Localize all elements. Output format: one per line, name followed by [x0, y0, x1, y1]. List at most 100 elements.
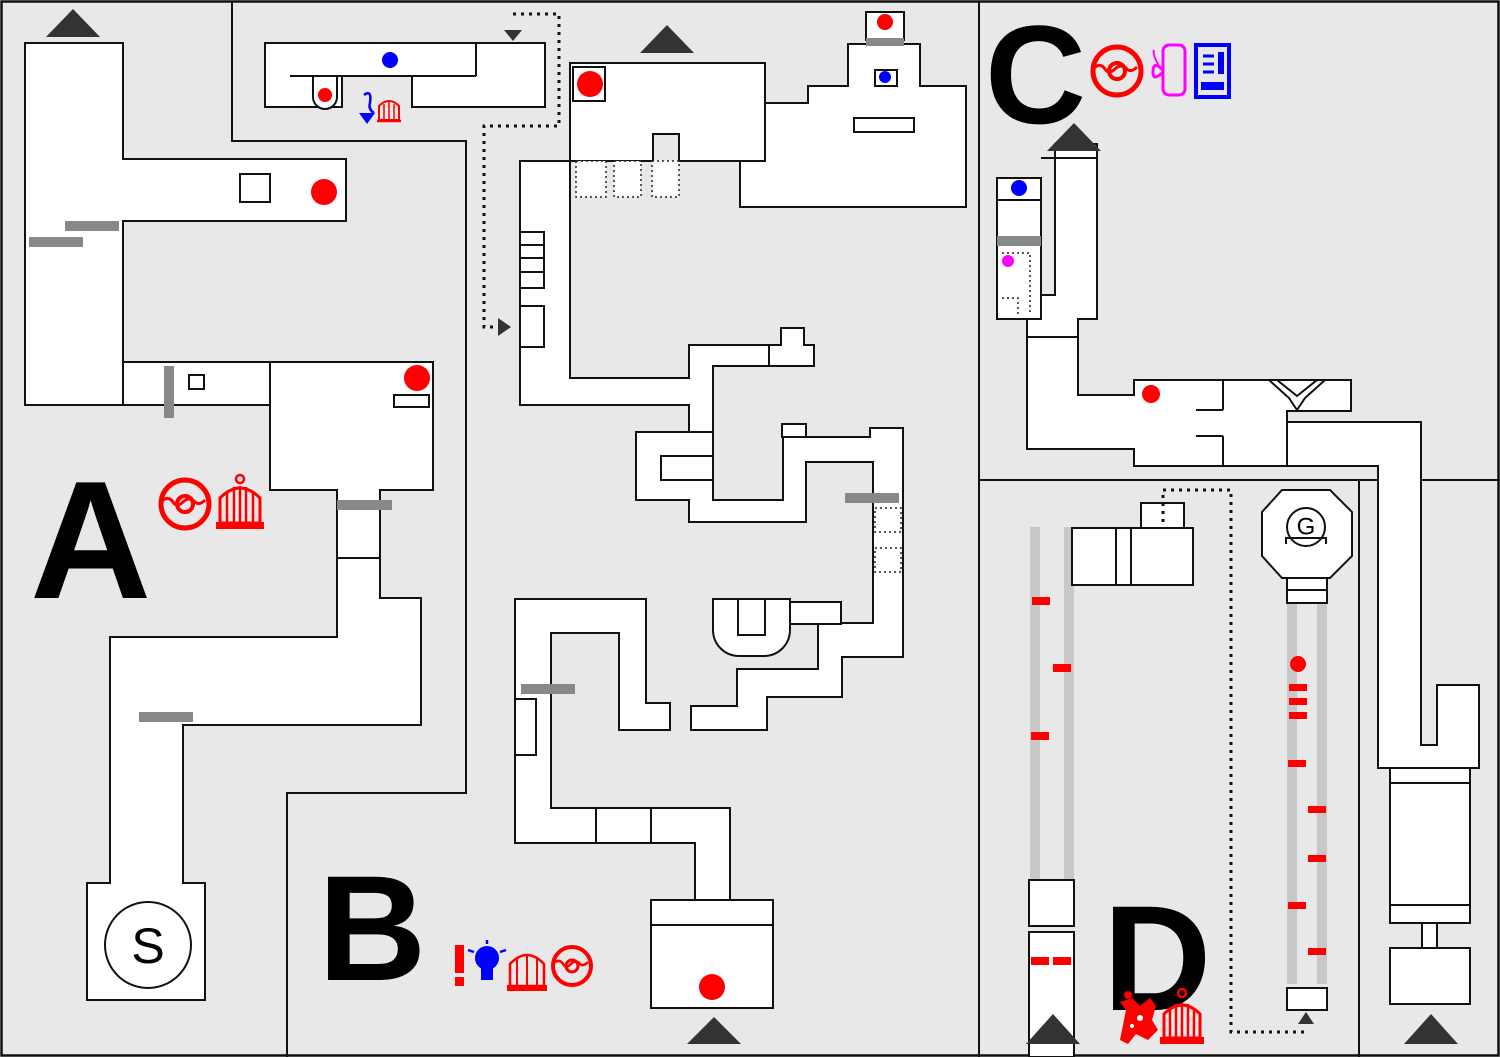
door-c1 [997, 236, 1041, 246]
door-b2 [845, 493, 899, 503]
ghost-box-b3 [651, 160, 680, 198]
zone-a-rooms: S [24, 42, 434, 1001]
cage-icon [1160, 987, 1204, 1044]
path-b-arrow-right [498, 318, 511, 336]
step-b-topright [853, 117, 915, 133]
zone-a-doors [29, 221, 392, 722]
path-b-arrow-down [504, 30, 522, 41]
room-d-top [1071, 527, 1194, 586]
exit-a-top [46, 9, 100, 37]
collectible-blue [1011, 180, 1027, 196]
lightbulb-icon [467, 940, 507, 980]
ghost-box-b4 [874, 507, 902, 533]
donut-icon [1090, 44, 1144, 98]
hazard-d8 [1289, 712, 1307, 719]
room-a-passage [336, 502, 381, 559]
ghost-path-c1 [1002, 252, 1031, 315]
collectible-red [1142, 385, 1160, 403]
door-b1 [866, 38, 904, 46]
nub-d-top [1140, 502, 1185, 529]
door-a3 [164, 366, 174, 418]
region-label-b: B [318, 844, 426, 1012]
room-a-tower [24, 42, 347, 406]
rail-d1 [1030, 527, 1040, 881]
door-a5 [139, 712, 193, 722]
spikes-c [1268, 379, 1328, 412]
door-a2 [29, 237, 83, 247]
dotted-paths [482, 12, 1314, 1034]
exits [46, 9, 1458, 1044]
collectible-blue [382, 52, 398, 68]
cage-icon [216, 473, 264, 529]
start-label: S [131, 918, 164, 974]
room-b-nub [768, 327, 815, 367]
room-b-lower-mid [595, 807, 652, 844]
door-a4 [337, 500, 392, 510]
gate-b-lower [514, 698, 537, 756]
stair-b [519, 231, 545, 289]
goal-label: G [1297, 514, 1316, 541]
exclamation-icon [455, 945, 464, 986]
door-b3 [521, 684, 575, 694]
exit-d-bottom [1026, 1014, 1080, 1044]
hazard-d6 [1289, 684, 1307, 691]
door-a1 [65, 221, 119, 231]
switch-d [1286, 987, 1328, 1011]
rail-d2 [1064, 527, 1074, 881]
monster-icon [1120, 991, 1158, 1044]
crate-a-lower [188, 374, 205, 390]
collectible-magenta [1002, 255, 1014, 267]
hazard-d12 [1288, 902, 1306, 909]
gate-b [519, 305, 545, 348]
room-b-maze-inner [660, 455, 714, 481]
hazard-d5 [1053, 957, 1071, 965]
room-b-icons [359, 92, 401, 124]
exit-d-right-bottom [1404, 1014, 1458, 1044]
hazard-d1 [1032, 597, 1050, 605]
ghost-box-b5 [874, 547, 902, 573]
cage-icon [377, 100, 401, 123]
crate-a-upper [239, 173, 271, 203]
dotted-path-d [1161, 488, 1306, 1034]
room-b-lower [514, 598, 731, 901]
exit-b-bottom [687, 1017, 741, 1044]
hazard-d7 [1289, 698, 1307, 705]
room-b-maze-cap [781, 423, 807, 438]
hazard-d11 [1308, 855, 1326, 862]
collectible-red [311, 179, 337, 205]
hazard-d2 [1053, 664, 1071, 672]
path-d-arrow-up [1298, 1012, 1314, 1024]
collectible-red [318, 88, 332, 102]
region-b-icons [455, 940, 593, 991]
exit-c-top [1047, 123, 1101, 151]
donut-icon [158, 477, 212, 531]
zone-c-rooms [996, 143, 1480, 769]
zone-d-rooms: G [1028, 489, 1471, 1057]
room-b-maze [635, 427, 904, 731]
collectible-red [577, 71, 603, 97]
zone-b-doors [521, 38, 904, 694]
goal-marker-ring [1286, 507, 1326, 547]
collectible-red [1290, 656, 1306, 672]
zone-boundary-a-b [231, 1, 467, 1057]
region-a-icons [158, 473, 264, 531]
collectible-red [699, 974, 725, 1000]
ledge-a [393, 394, 430, 408]
donut-icon [551, 945, 593, 987]
hazard-d9 [1288, 760, 1306, 767]
hazard-d3 [1031, 732, 1049, 740]
rail-d4 [1317, 604, 1327, 984]
collectible-red [404, 365, 430, 391]
room-b-u-bridge [789, 601, 842, 625]
fountain-icon [359, 92, 375, 124]
vending-machine-icon [1194, 43, 1231, 99]
ghost-box-b1 [575, 160, 607, 198]
cage-icon [507, 953, 547, 991]
scroll-icon [1151, 43, 1187, 97]
rail-d3 [1287, 604, 1297, 984]
zone-b-rooms [264, 11, 967, 1009]
exit-b-top [640, 25, 694, 53]
hazard-d13 [1308, 948, 1326, 955]
stem-d-right [1421, 922, 1438, 949]
block-d1 [1028, 879, 1075, 927]
